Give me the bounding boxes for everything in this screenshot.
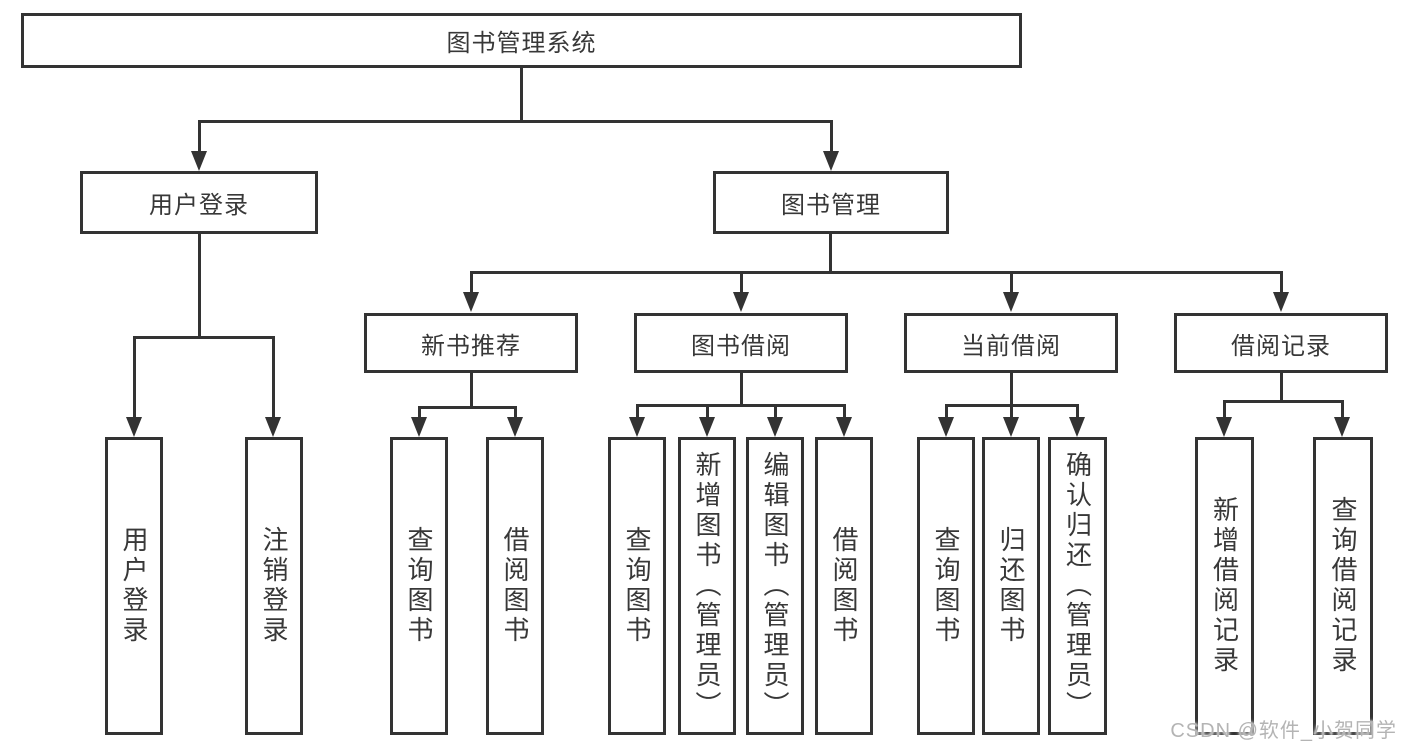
connector-current-stem bbox=[1010, 373, 1013, 418]
leaf-query-books-recommend: 查询图书 bbox=[390, 437, 448, 735]
connector-to-leaf-confirm-return bbox=[1076, 404, 1079, 418]
connector-to-book-borrowing bbox=[740, 271, 743, 293]
connector-to-leaf-borrow-recommend bbox=[514, 406, 517, 418]
connector-borrowing-branch bbox=[636, 404, 846, 407]
leaf-borrow-books: 借阅图书 bbox=[815, 437, 873, 735]
arrowhead-to-book-management bbox=[823, 151, 839, 171]
leaf-query-books-current: 查询图书 bbox=[917, 437, 975, 735]
node-borrowing-records: 借阅记录 bbox=[1174, 313, 1388, 373]
connector-recommend-stem bbox=[470, 373, 473, 409]
connector-current-branch bbox=[945, 404, 1078, 407]
leaf-label: 查询借阅记录 bbox=[1328, 496, 1358, 676]
leaf-label: 注销登录 bbox=[259, 526, 289, 646]
leaf-label: 新增借阅记录 bbox=[1209, 496, 1240, 676]
leaf-query-books-borrow: 查询图书 bbox=[608, 437, 666, 735]
connector-user-login-branch bbox=[133, 336, 275, 339]
connector-to-leaf-query-recommend bbox=[418, 406, 421, 418]
connector-to-user-login bbox=[198, 120, 201, 152]
leaf-confirm-return-admin: 确认归还（管理员） bbox=[1048, 437, 1107, 735]
connector-borrowing-stem bbox=[740, 373, 743, 407]
connector-to-current-borrowing bbox=[1010, 271, 1013, 293]
leaf-label: 查询图书 bbox=[622, 526, 652, 646]
arrowhead-to-leaf-return-books bbox=[1003, 417, 1019, 437]
leaf-label: 用户登录 bbox=[119, 526, 149, 646]
leaf-logout: 注销登录 bbox=[245, 437, 303, 735]
node-user-login: 用户登录 bbox=[80, 171, 318, 234]
leaf-label: 查询图书 bbox=[404, 526, 434, 646]
leaf-label: 归还图书 bbox=[996, 526, 1026, 646]
node-label: 图书管理系统 bbox=[446, 30, 597, 57]
node-label: 新书推荐 bbox=[421, 332, 521, 360]
connector-to-new-book-recommendation bbox=[470, 271, 473, 293]
arrowhead-to-leaf-add-record bbox=[1216, 417, 1232, 437]
connector-to-leaf-query-borrow bbox=[636, 404, 639, 418]
arrowhead-to-leaf-edit-books bbox=[767, 417, 783, 437]
node-new-book-recommendation: 新书推荐 bbox=[364, 313, 578, 373]
arrowhead-to-borrowing-records bbox=[1273, 292, 1289, 312]
node-book-borrowing: 图书借阅 bbox=[634, 313, 848, 373]
arrowhead-to-leaf-query-borrow bbox=[629, 417, 645, 437]
connector-recommend-branch bbox=[418, 406, 517, 409]
arrowhead-to-leaf-query-current bbox=[938, 417, 954, 437]
connector-to-leaf-query-current bbox=[945, 404, 948, 418]
leaf-add-books-admin: 新增图书（管理员） bbox=[678, 437, 736, 735]
arrowhead-to-leaf-borrow-books bbox=[836, 417, 852, 437]
connector-records-branch bbox=[1223, 400, 1344, 403]
csdn-watermark: CSDN @软件_小贺同学 bbox=[1170, 720, 1397, 742]
arrowhead-to-user-login bbox=[191, 151, 207, 171]
arrowhead-to-book-borrowing bbox=[733, 292, 749, 312]
connector-records-stem bbox=[1280, 373, 1283, 403]
leaf-label: 确认归还（管理员） bbox=[1062, 451, 1093, 721]
connector-user-login-stem bbox=[198, 233, 201, 338]
node-label: 用户登录 bbox=[149, 192, 249, 219]
leaf-label: 编辑图书（管理员） bbox=[760, 451, 790, 721]
arrowhead-to-leaf-user-login bbox=[126, 417, 142, 437]
leaf-return-books: 归还图书 bbox=[982, 437, 1040, 735]
node-book-management: 图书管理 bbox=[713, 171, 949, 234]
leaf-add-borrow-record: 新增借阅记录 bbox=[1195, 437, 1254, 735]
leaf-label: 借阅图书 bbox=[500, 526, 530, 646]
leaf-label: 借阅图书 bbox=[829, 526, 859, 646]
node-label: 借阅记录 bbox=[1231, 332, 1331, 360]
connector-to-book-management bbox=[830, 120, 833, 152]
node-current-borrowing: 当前借阅 bbox=[904, 313, 1118, 373]
node-label: 图书管理 bbox=[781, 192, 881, 219]
leaf-label: 新增图书（管理员） bbox=[692, 451, 722, 721]
connector-to-leaf-query-record bbox=[1341, 400, 1344, 418]
node-label: 当前借阅 bbox=[961, 332, 1061, 360]
connector-to-leaf-add-books bbox=[706, 404, 709, 418]
arrowhead-to-leaf-borrow-recommend bbox=[507, 417, 523, 437]
connector-to-leaf-add-record bbox=[1223, 400, 1226, 418]
leaf-query-borrow-record: 查询借阅记录 bbox=[1313, 437, 1373, 735]
connector-root-branch bbox=[198, 120, 833, 123]
arrowhead-to-current-borrowing bbox=[1003, 292, 1019, 312]
connector-to-borrowing-records bbox=[1280, 271, 1283, 293]
leaf-label: 查询图书 bbox=[931, 526, 961, 646]
arrowhead-to-leaf-query-record bbox=[1334, 417, 1350, 437]
connector-to-leaf-user-login bbox=[133, 336, 136, 417]
leaf-borrow-books-recommend: 借阅图书 bbox=[486, 437, 544, 735]
node-label: 图书借阅 bbox=[691, 332, 791, 360]
leaf-user-login: 用户登录 bbox=[105, 437, 163, 735]
connector-book-management-branch bbox=[470, 271, 1282, 274]
connector-to-leaf-borrow-books bbox=[843, 404, 846, 418]
arrowhead-to-leaf-logout bbox=[265, 417, 281, 437]
leaf-edit-books-admin: 编辑图书（管理员） bbox=[746, 437, 804, 735]
arrowhead-to-new-book-recommendation bbox=[463, 292, 479, 312]
arrowhead-to-leaf-query-recommend bbox=[411, 417, 427, 437]
arrowhead-to-leaf-add-books bbox=[699, 417, 715, 437]
arrowhead-to-leaf-confirm-return bbox=[1069, 417, 1085, 437]
connector-to-leaf-edit-books bbox=[774, 404, 777, 418]
node-library-management-system: 图书管理系统 bbox=[21, 13, 1022, 68]
connector-root-stem bbox=[520, 68, 523, 122]
connector-book-management-stem bbox=[829, 234, 832, 274]
connector-to-leaf-logout bbox=[272, 336, 275, 417]
